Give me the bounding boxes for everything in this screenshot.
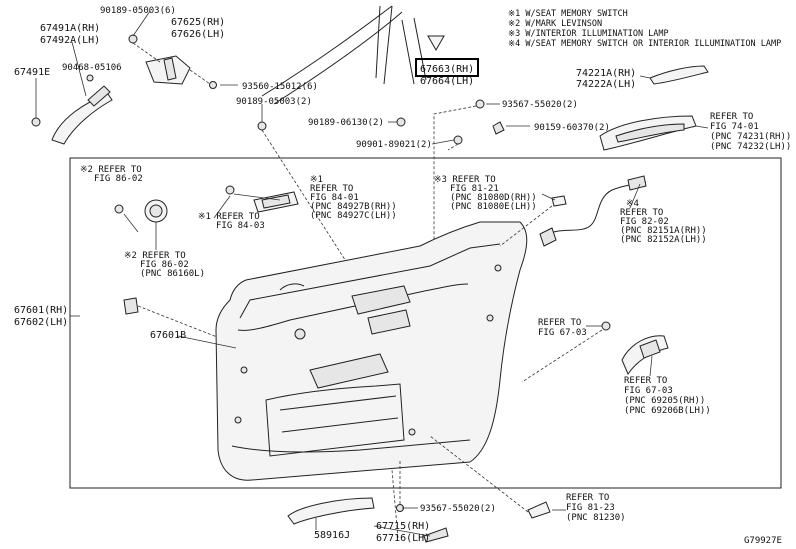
refer-81-21-line3: (PNC 81080D(RH)) bbox=[450, 193, 537, 203]
refer-84-03-line1: ※1 REFER TO bbox=[198, 212, 260, 222]
label-90189-05003-2: 90189-05003(2) bbox=[236, 97, 312, 107]
label-93567-55020-bottom: 93567-55020(2) bbox=[420, 504, 496, 514]
refer-81-23-line3: (PNC 81230) bbox=[566, 513, 626, 523]
refer-74-01-line3: (PNC 74231(RH)) bbox=[710, 132, 791, 142]
refer-86-02-a-line2: FIG 86-02 bbox=[94, 174, 143, 184]
refer-84-01-line0: ※1 bbox=[310, 175, 323, 185]
refer-67-03-b-line2: FIG 67-03 bbox=[624, 386, 673, 396]
label-67716: 67716(LH) bbox=[376, 533, 430, 544]
legend-item-4: ※4 W/SEAT MEMORY SWITCH OR INTERIOR ILLU… bbox=[508, 39, 781, 49]
refer-84-01-line1: REFER TO bbox=[310, 184, 353, 194]
refer-86-02-a-line1: ※2 REFER TO bbox=[80, 165, 142, 175]
figure-code: G79927E bbox=[744, 536, 782, 546]
refer-82-02-line3: (PNC 82151A(RH)) bbox=[620, 226, 707, 236]
label-74222A: 74222A(LH) bbox=[576, 79, 636, 90]
refer-74-01-line1: REFER TO bbox=[710, 112, 753, 122]
label-90189-05003-6: 90189-05003(6) bbox=[100, 6, 176, 16]
refer-74-01-line4: (PNC 74232(LH)) bbox=[710, 142, 791, 152]
legend: ※1 W/SEAT MEMORY SWITCH ※2 W/MARK LEVINS… bbox=[508, 9, 781, 49]
legend-item-2: ※2 W/MARK LEVINSON bbox=[508, 19, 602, 29]
refer-84-01-line4: (PNC 84927C(LH)) bbox=[310, 211, 397, 221]
refer-84-03-line2: FIG 84-03 bbox=[216, 221, 265, 231]
refer-67-03-b-line1: REFER TO bbox=[624, 376, 667, 386]
label-67602: 67602(LH) bbox=[14, 317, 68, 328]
highlight-box-67663 bbox=[415, 58, 479, 77]
refer-67-03-b-line3: (PNC 69205(RH)) bbox=[624, 396, 705, 406]
label-93560-15012: 93560-15012(6) bbox=[242, 82, 318, 92]
refer-82-02-line2: FIG 82-02 bbox=[620, 217, 669, 227]
label-90468-05106: 90468-05106 bbox=[62, 63, 122, 73]
label-90901-89021: 90901-89021(2) bbox=[356, 140, 432, 150]
refer-81-21-line2: FIG 81-21 bbox=[450, 184, 499, 194]
door-trim-panel bbox=[215, 221, 528, 481]
label-67491A: 67491A(RH) bbox=[40, 23, 100, 34]
label-90189-06130: 90189-06130(2) bbox=[308, 118, 384, 128]
refer-81-21-line1: ※3 REFER TO bbox=[434, 175, 496, 185]
top-left-parts bbox=[31, 34, 373, 303]
refer-81-23-line1: REFER TO bbox=[566, 493, 609, 503]
label-93567-55020-top: 93567-55020(2) bbox=[502, 100, 578, 110]
mirror-cover-clip bbox=[427, 35, 445, 52]
label-67492A: 67492A(LH) bbox=[40, 35, 100, 46]
refer-82-02-line1: REFER TO bbox=[620, 208, 663, 218]
part-labels: 90189-05003(6) 67491A(RH) 67492A(LH) 676… bbox=[14, 6, 791, 546]
label-67601B: 67601B bbox=[150, 330, 186, 341]
bottom-parts bbox=[287, 435, 551, 543]
refer-86-02-b-line3: (PNC 86160L) bbox=[140, 269, 205, 279]
label-67663: 67663(RH) bbox=[420, 64, 474, 75]
legend-item-1: ※1 W/SEAT MEMORY SWITCH bbox=[508, 9, 628, 19]
label-74221A: 74221A(RH) bbox=[576, 68, 636, 79]
refer-86-02-b-line1: ※2 REFER TO bbox=[124, 251, 186, 261]
leader-lines bbox=[70, 10, 709, 537]
refer-81-23-line2: FIG 81-23 bbox=[566, 503, 615, 513]
label-67625: 67625(RH) bbox=[171, 17, 225, 28]
label-67626: 67626(LH) bbox=[171, 29, 225, 40]
refer-67-03-a-line1: REFER TO bbox=[538, 318, 581, 328]
refer-67-03-b-line4: (PNC 69206B(LH)) bbox=[624, 406, 711, 416]
label-67491E: 67491E bbox=[14, 67, 50, 78]
refer-67-03-a-line2: FIG 67-03 bbox=[538, 328, 587, 338]
lamp-wire-81080D bbox=[499, 195, 567, 247]
refer-74-01-line2: FIG 74-01 bbox=[710, 122, 759, 132]
refer-84-01-line3: (PNC 84927B(RH)) bbox=[310, 202, 397, 212]
refer-82-02-line4: (PNC 82152A(LH)) bbox=[620, 235, 707, 245]
refer-82-02-line0: ※4 bbox=[626, 199, 639, 209]
label-67715: 67715(RH) bbox=[376, 521, 430, 532]
switch-panel-84927B bbox=[225, 185, 299, 213]
label-58916J: 58916J bbox=[314, 530, 350, 541]
label-67664: 67664(LH) bbox=[420, 76, 474, 87]
refer-81-21-line4: (PNC 81080E(LH)) bbox=[450, 202, 537, 212]
window-frame-sketch bbox=[261, 5, 427, 105]
refer-84-01-line2: FIG 84-01 bbox=[310, 193, 359, 203]
label-67601: 67601(RH) bbox=[14, 305, 68, 316]
refer-86-02-b-line2: FIG 86-02 bbox=[140, 260, 189, 270]
assembly-frame bbox=[69, 157, 782, 489]
label-90159-60370: 90159-60370(2) bbox=[534, 123, 610, 133]
legend-item-3: ※3 W/INTERIOR ILLUMINATION LAMP bbox=[508, 29, 669, 39]
handle-bezel-69205 bbox=[521, 321, 669, 383]
switch-82151A bbox=[539, 175, 647, 247]
